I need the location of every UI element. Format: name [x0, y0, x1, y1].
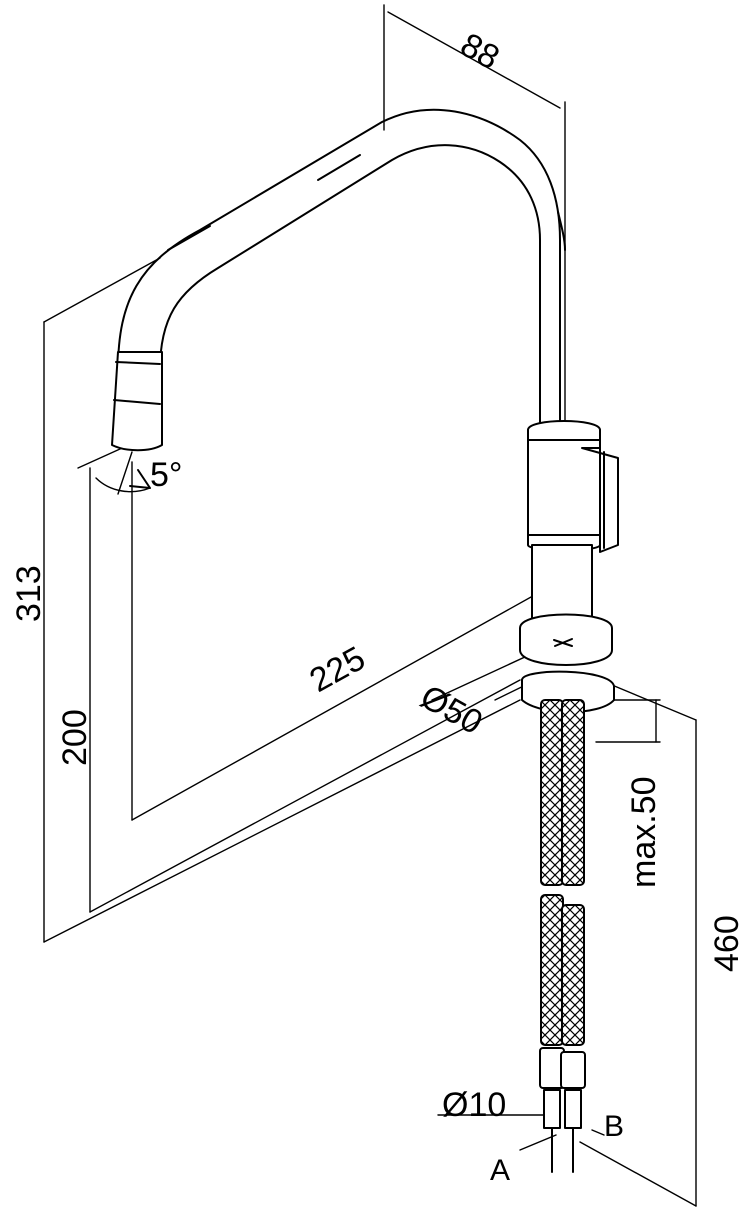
faucet-base [519, 544, 615, 713]
connection-a-label: A [490, 1154, 510, 1187]
faucet-spout [111, 108, 566, 452]
hose-length-label: 460 [708, 915, 745, 972]
connection-b-label: B [604, 1110, 624, 1143]
depth-label: 88 [454, 26, 506, 78]
total-height-label: 313 [10, 565, 48, 622]
spout-angle-marker [95, 451, 151, 495]
hose-diameter-label: Ø10 [442, 1086, 506, 1124]
spout-height-label: 200 [56, 709, 94, 766]
dimension-lines [43, 4, 697, 1207]
base-diameter-label: Ø50 [414, 678, 489, 742]
faucet-handle [527, 420, 619, 553]
spout-angle-label: 5° [150, 456, 183, 494]
max-deck-thickness-label: max.50 [625, 777, 663, 889]
supply-hoses [539, 699, 586, 1173]
reach-label: 225 [303, 639, 371, 700]
